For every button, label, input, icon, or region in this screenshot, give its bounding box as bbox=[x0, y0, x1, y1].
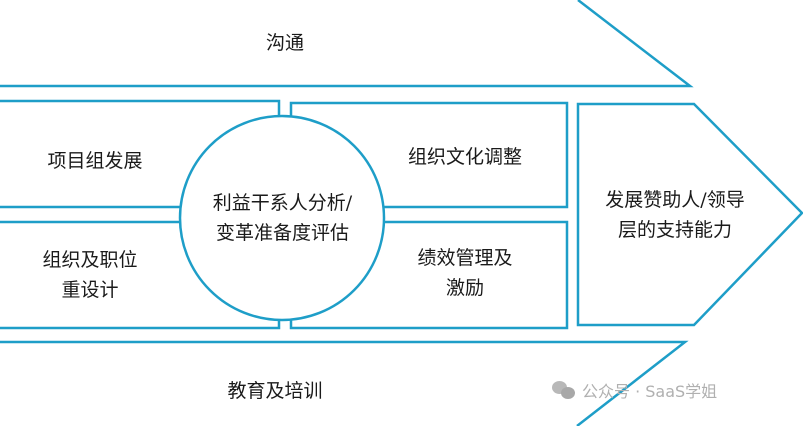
top-band-label: 沟通 bbox=[265, 32, 304, 54]
center-label: 利益干系人分析/ 变革准备度评估 bbox=[190, 188, 375, 248]
bottom-right-line1: 绩效管理及 bbox=[417, 247, 513, 269]
wechat-icon bbox=[552, 381, 576, 399]
bottom-left-line1: 组织及职位 bbox=[42, 249, 138, 271]
right-arrow-line1: 发展赞助人/领导 bbox=[605, 189, 745, 211]
bottom-right-line2: 激励 bbox=[445, 277, 484, 299]
right-arrow-label: 发展赞助人/领导 层的支持能力 bbox=[580, 185, 770, 245]
bottom-band-label: 教育及培训 bbox=[227, 380, 323, 402]
top-left-label: 项目组发展 bbox=[47, 150, 143, 172]
top-right-label: 组织文化调整 bbox=[407, 146, 522, 168]
watermark: 公众号 · SaaS学姐 bbox=[552, 378, 717, 402]
bottom-left-line2: 重设计 bbox=[61, 279, 119, 301]
watermark-text: 公众号 · SaaS学姐 bbox=[582, 382, 718, 401]
bottom-right-label: 绩效管理及 激励 bbox=[400, 243, 530, 303]
center-line1: 利益干系人分析/ bbox=[212, 192, 353, 214]
right-arrow-shape bbox=[576, 102, 803, 327]
bottom-left-box-bottom bbox=[0, 312, 281, 330]
bottom-band-arrow bbox=[0, 340, 689, 426]
right-arrow-line2: 层的支持能力 bbox=[617, 219, 732, 241]
top-right-box bbox=[289, 101, 569, 209]
top-band-arrow bbox=[0, 0, 694, 88]
center-line2: 变革准备度评估 bbox=[215, 222, 349, 244]
bottom-left-label: 组织及职位 重设计 bbox=[25, 245, 155, 305]
top-left-box bbox=[0, 99, 281, 118]
bottom-right-box bbox=[289, 220, 569, 330]
center-circle bbox=[178, 114, 386, 322]
